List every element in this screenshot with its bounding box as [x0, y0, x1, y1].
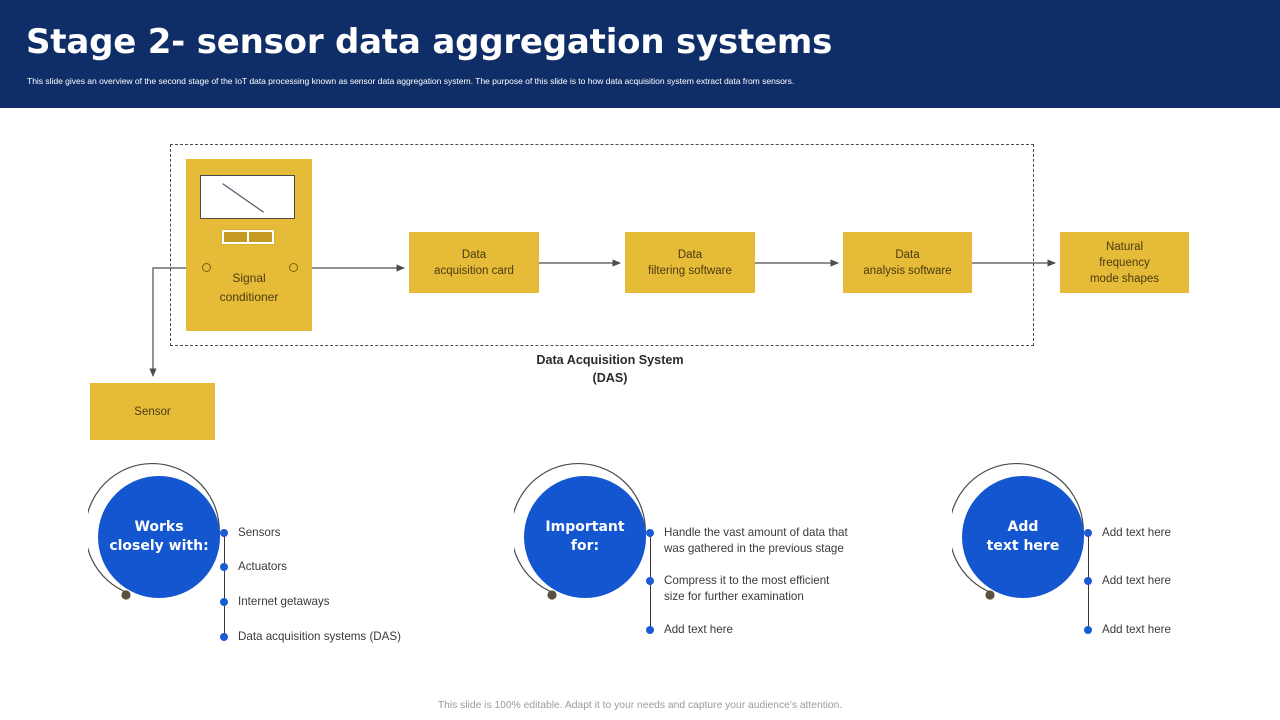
ring-arc-icon [88, 463, 220, 600]
circle-label: Add text here [962, 476, 1084, 598]
list-item-label: Data acquisition systems (DAS) [238, 630, 402, 643]
device-indicator-leds [221, 229, 275, 245]
page-title: Stage 2- sensor data aggregation systems [26, 22, 833, 62]
process-box-data-analysis-software: Data analysis software [843, 232, 972, 293]
das-caption: Data Acquisition System (DAS) [536, 353, 684, 385]
list-item[interactable]: Add text here [646, 622, 733, 638]
signal-conditioner-device: Signal conditioner [186, 159, 312, 331]
list-item[interactable]: Add text here [1084, 622, 1171, 638]
list-item[interactable]: Handle the vast amount of data that was … [646, 525, 848, 557]
info-groups: Works closely with: Sensors Actuators In… [0, 452, 1280, 672]
bullet-dot-icon [220, 598, 228, 606]
list-item[interactable]: Data acquisition systems (DAS) [220, 629, 402, 645]
bullet-list: Add text here Add text here Add text her… [1084, 452, 1280, 672]
input-port [202, 263, 211, 272]
circle-badge[interactable]: Add text here [952, 462, 1094, 604]
bullet-dot-icon [1084, 577, 1092, 585]
bullet-dot-icon [220, 563, 228, 571]
list-item-label: Sensors [238, 526, 281, 539]
circle-badge[interactable]: Important for: [514, 462, 656, 604]
page-subtitle: This slide gives an overview of the seco… [27, 76, 795, 86]
bullet-dot-icon [646, 529, 654, 537]
das-boundary-dashed-box [170, 144, 1034, 346]
list-item-label: Internet getaways [238, 595, 330, 608]
footer-note: This slide is 100% editable. Adapt it to… [437, 700, 843, 711]
bullet-dot-icon [1084, 626, 1092, 634]
bullet-connector-line [224, 533, 226, 637]
list-item-label: Add text here [664, 623, 733, 636]
list-item[interactable]: Compress it to the most efficient size f… [646, 573, 830, 605]
signal-conditioner-label: Signal conditioner [219, 271, 279, 304]
list-item-label: Actuators [238, 560, 287, 573]
process-box-data-acquisition-card: Data acquisition card [409, 232, 539, 293]
ring-arc-icon [514, 463, 646, 600]
process-box-data-filtering-software: Data filtering software [625, 232, 755, 293]
circle-label: Important for: [524, 476, 646, 598]
bullet-dot-icon [220, 633, 228, 641]
sensor-box: Sensor [90, 383, 215, 440]
list-item-label: Handle the vast amount of data that was … [664, 526, 848, 555]
list-item[interactable]: Actuators [220, 559, 287, 575]
slide-header-bar: Stage 2- sensor data aggregation systems… [0, 0, 1280, 108]
output-port [289, 263, 298, 272]
process-box-natural-frequency-mode-shapes: Natural frequency mode shapes [1060, 232, 1189, 293]
bullet-list: Sensors Actuators Internet getaways Data… [220, 452, 524, 672]
bullet-dot-icon [1084, 529, 1092, 537]
bullet-dot-icon [646, 626, 654, 634]
ring-arc-icon [952, 463, 1084, 600]
list-item[interactable]: Add text here [1084, 573, 1171, 589]
process-flow-diagram: Signal conditioner Data acquisition card… [0, 108, 1280, 448]
bullet-dot-icon [646, 577, 654, 585]
list-item[interactable]: Add text here [1084, 525, 1171, 541]
bullet-dot-icon [220, 529, 228, 537]
list-item[interactable]: Sensors [220, 525, 281, 541]
list-item-label: Add text here [1102, 526, 1171, 539]
analog-gauge-display-icon [200, 175, 295, 219]
circle-badge[interactable]: Works closely with: [88, 462, 230, 604]
led-indicator [249, 232, 272, 242]
led-indicator [224, 232, 247, 242]
list-item-label: Compress it to the most efficient size f… [664, 574, 830, 603]
circle-label: Works closely with: [98, 476, 220, 598]
list-item-label: Add text here [1102, 623, 1171, 636]
bullet-list: Handle the vast amount of data that was … [646, 452, 950, 672]
list-item-label: Add text here [1102, 574, 1171, 587]
list-item[interactable]: Internet getaways [220, 594, 330, 610]
